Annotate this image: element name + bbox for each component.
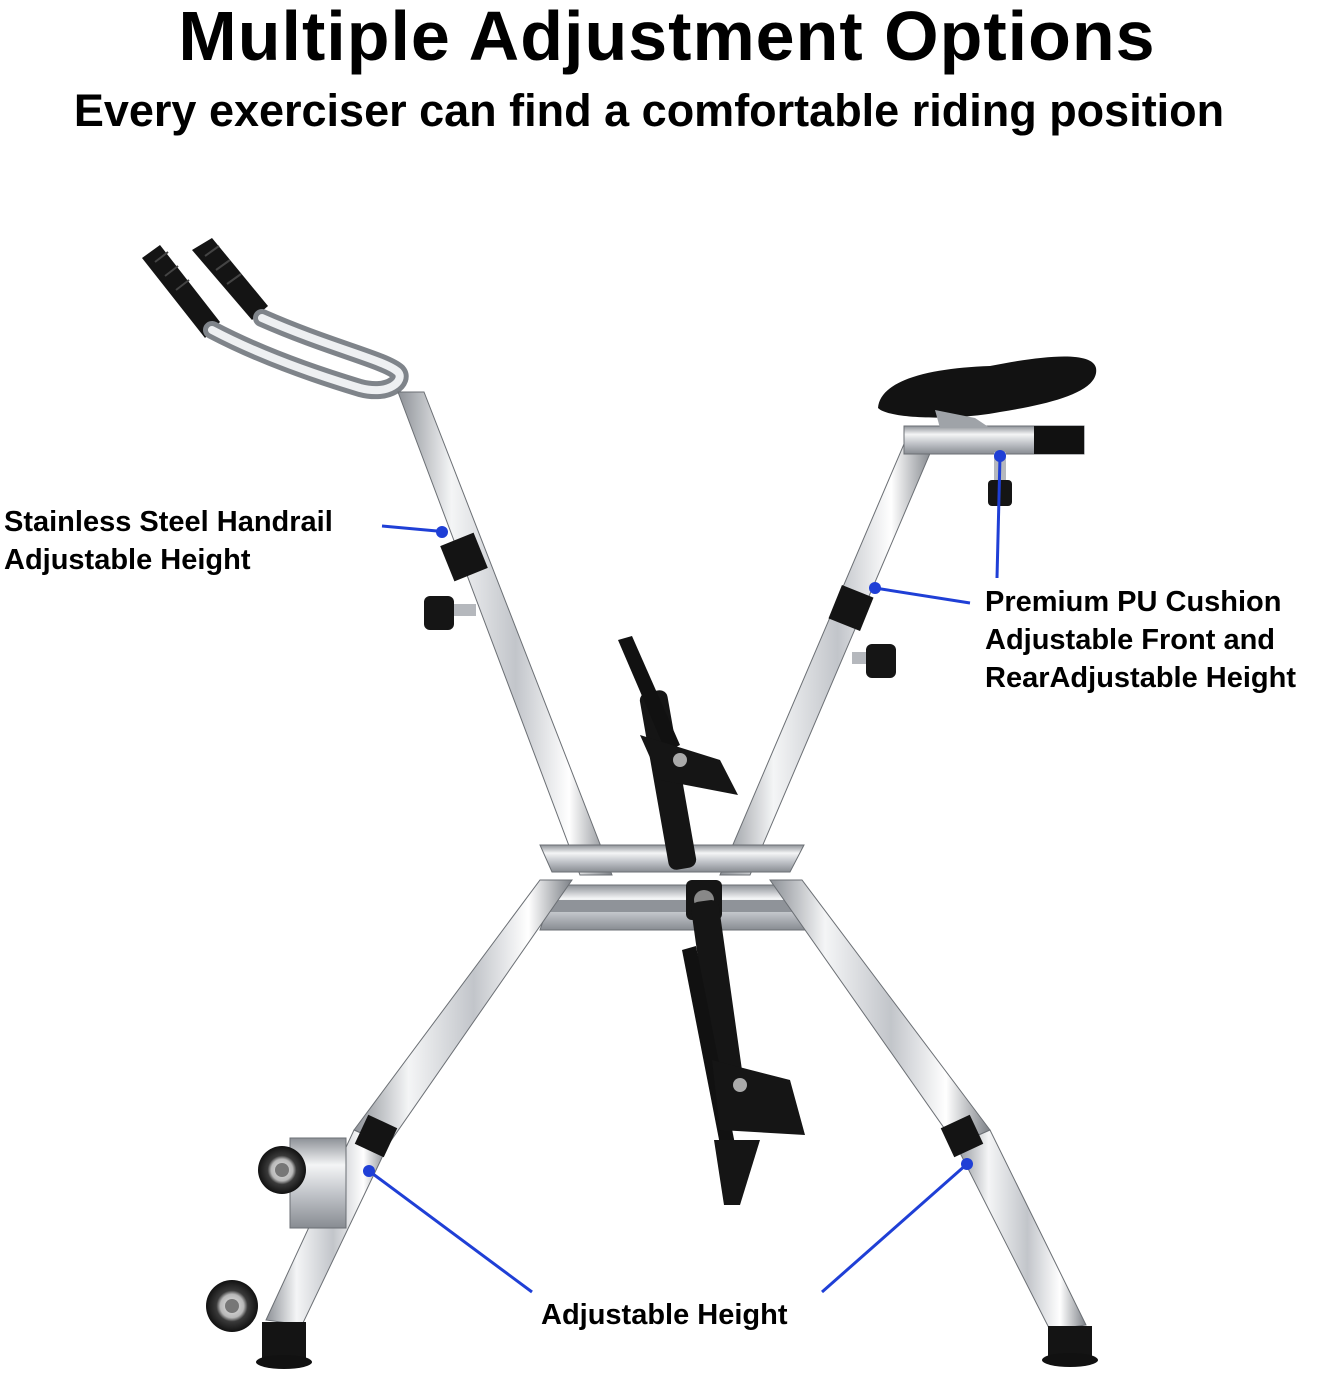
page-title: Multiple Adjustment Options <box>178 0 1156 75</box>
rear-wheel-lower-icon <box>206 1280 258 1332</box>
leader-line-base-left <box>363 1165 533 1294</box>
seat-knob-icon <box>852 644 896 678</box>
leader-line-cushion-lower <box>869 582 971 605</box>
leader-line-base-right <box>821 1158 973 1294</box>
callout-cushion: Premium PU Cushion Adjustable Front and … <box>985 583 1296 697</box>
front-leg-right <box>769 879 1098 1367</box>
handlebar-loop <box>203 309 409 399</box>
leader-line-cushion-upper <box>994 450 1006 579</box>
callout-handrail: Stainless Steel Handrail Adjustable Heig… <box>4 503 333 579</box>
upper-pedal-icon <box>618 636 738 795</box>
callout-base: Adjustable Height <box>541 1296 788 1334</box>
callout-handrail-line1: Stainless Steel Handrail <box>4 506 333 538</box>
callout-cushion-line3: RearAdjustable Height <box>985 662 1296 694</box>
saddle-assembly <box>878 356 1097 506</box>
callout-cushion-line1: Premium PU Cushion <box>985 586 1282 618</box>
leader-line-handrail <box>381 524 448 538</box>
lower-pedal-icon <box>682 946 805 1205</box>
page-subtitle: Every exerciser can find a comfortable r… <box>73 85 1225 136</box>
handlebar-grips <box>142 238 268 338</box>
front-leg-left <box>256 879 573 1369</box>
handrail-tube <box>397 391 613 876</box>
callout-handrail-line2: Adjustable Height <box>4 544 251 576</box>
handrail-knob-icon <box>424 596 476 630</box>
callout-base-line1: Adjustable Height <box>541 1299 788 1331</box>
callout-cushion-line2: Adjustable Front and <box>985 624 1275 656</box>
seat-tube <box>719 443 935 876</box>
rear-wheel-upper-icon <box>258 1137 347 1229</box>
